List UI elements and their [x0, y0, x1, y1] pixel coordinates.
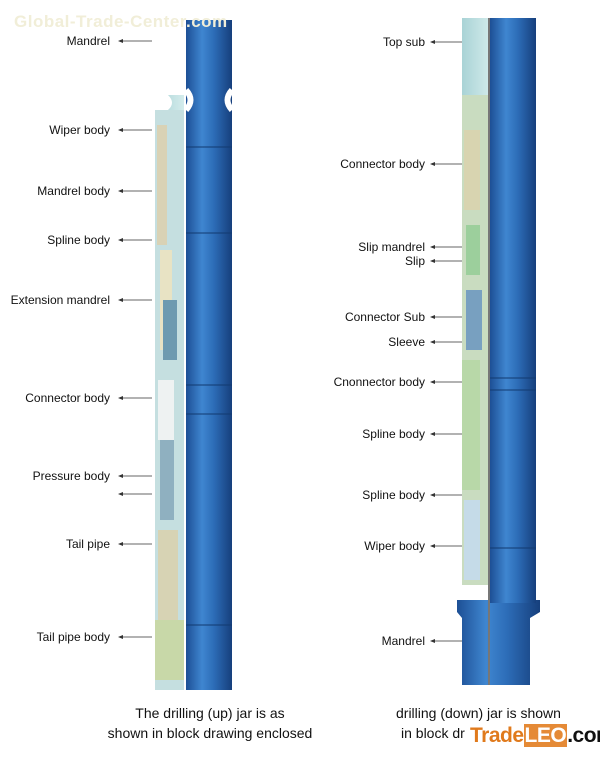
arrowhead-icon: [118, 128, 123, 132]
watermark: Global-Trade-Center.com: [14, 12, 228, 31]
right-label: Spline body: [362, 488, 425, 502]
arrowhead-icon: [430, 340, 435, 344]
left-label: Tail pipe: [65, 537, 110, 551]
arrowhead-icon: [430, 493, 435, 497]
right-label: Wiper body: [364, 539, 425, 553]
left-label: Connector body: [25, 391, 110, 405]
arrowhead-icon: [430, 40, 435, 44]
arrowhead-icon: [118, 39, 123, 43]
arrowhead-icon: [118, 189, 123, 193]
arrowhead-icon: [430, 544, 435, 548]
arrowhead-icon: [430, 380, 435, 384]
arrowhead-icon: [118, 635, 123, 639]
right-label: Connector body: [340, 157, 425, 171]
right-label: Spline body: [362, 427, 425, 441]
left-label: Pressure body: [32, 469, 110, 483]
tradeleo-logo: TradeLEO.com: [470, 724, 600, 747]
arrowhead-icon: [118, 396, 123, 400]
left-label: Spline body: [47, 233, 110, 247]
right-caption-line2: in block dr: [401, 725, 465, 741]
arrowhead-icon: [430, 259, 435, 263]
right-label: Cnonnector body: [333, 375, 425, 389]
right-jar: [457, 18, 540, 685]
arrowhead-icon: [118, 474, 123, 478]
right-label: Slip mandrel: [358, 240, 425, 254]
arrowhead-icon: [430, 162, 435, 166]
arrowhead-icon: [118, 492, 123, 496]
right-label: Connector Sub: [344, 310, 425, 324]
left-label: Mandrel body: [37, 184, 110, 198]
arrowhead-icon: [118, 298, 123, 302]
arrowhead-icon: [430, 639, 435, 643]
left-label: Wiper body: [49, 123, 110, 137]
right-label: Mandrel: [381, 634, 425, 648]
left-caption-line1: The drilling (up) jar is as: [135, 705, 285, 721]
right-label: Top sub: [382, 35, 425, 49]
arrowhead-icon: [430, 245, 435, 249]
right-caption: drilling (down) jar is shown in block dr: [380, 703, 600, 743]
arrowhead-icon: [430, 315, 435, 319]
left-caption: The drilling (up) jar is as shown in blo…: [60, 703, 360, 743]
left-label: Extension mandrel: [10, 293, 110, 307]
left-jar: [155, 20, 235, 690]
right-label: Sleeve: [388, 335, 425, 349]
arrowhead-icon: [118, 238, 123, 242]
arrowhead-icon: [118, 542, 123, 546]
arrowhead-icon: [430, 432, 435, 436]
label-arrows: [118, 39, 462, 643]
right-label: Slip: [404, 254, 425, 268]
right-caption-line1: drilling (down) jar is shown: [396, 705, 561, 721]
left-label: Tail pipe body: [36, 630, 110, 644]
left-label: Mandrel: [66, 34, 110, 48]
left-caption-line2: shown in block drawing enclosed: [107, 725, 313, 741]
